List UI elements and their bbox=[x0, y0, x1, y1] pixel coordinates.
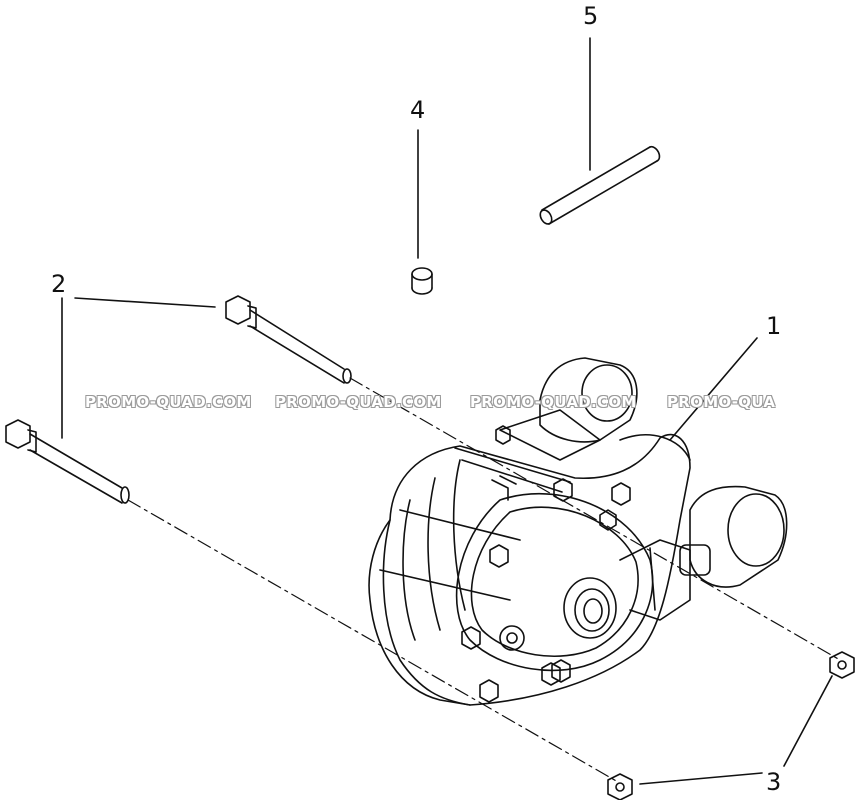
callout-labels: 5 4 2 1 3 bbox=[51, 2, 781, 796]
watermark-text: PROMO-QUAD.COM bbox=[275, 393, 442, 411]
leader-line-2 bbox=[61, 297, 216, 439]
part-2-bolt-upper bbox=[225, 295, 352, 384]
part-4-bushing bbox=[411, 267, 433, 295]
part-2-bolt-lower bbox=[5, 419, 130, 504]
callout-4: 4 bbox=[410, 96, 425, 124]
part-5-pin bbox=[539, 145, 661, 225]
assembly-axis-lines bbox=[127, 377, 841, 783]
leader-line-3 bbox=[639, 675, 833, 785]
part-3-nut-right bbox=[829, 651, 855, 679]
callout-1: 1 bbox=[766, 312, 781, 340]
watermark-text: PROMO-QUA bbox=[667, 393, 776, 411]
watermark-text: PROMO-QUAD.COM bbox=[470, 393, 637, 411]
housing-bolt-heads bbox=[461, 425, 631, 703]
watermark-text: PROMO-QUAD.COM bbox=[85, 393, 252, 411]
part-3-nut-bottom bbox=[607, 773, 633, 800]
part-1-gearbox-housing bbox=[368, 357, 788, 706]
callout-5: 5 bbox=[583, 2, 598, 30]
leader-line-1 bbox=[669, 337, 758, 441]
callout-2: 2 bbox=[51, 270, 66, 298]
callout-3: 3 bbox=[766, 768, 781, 796]
